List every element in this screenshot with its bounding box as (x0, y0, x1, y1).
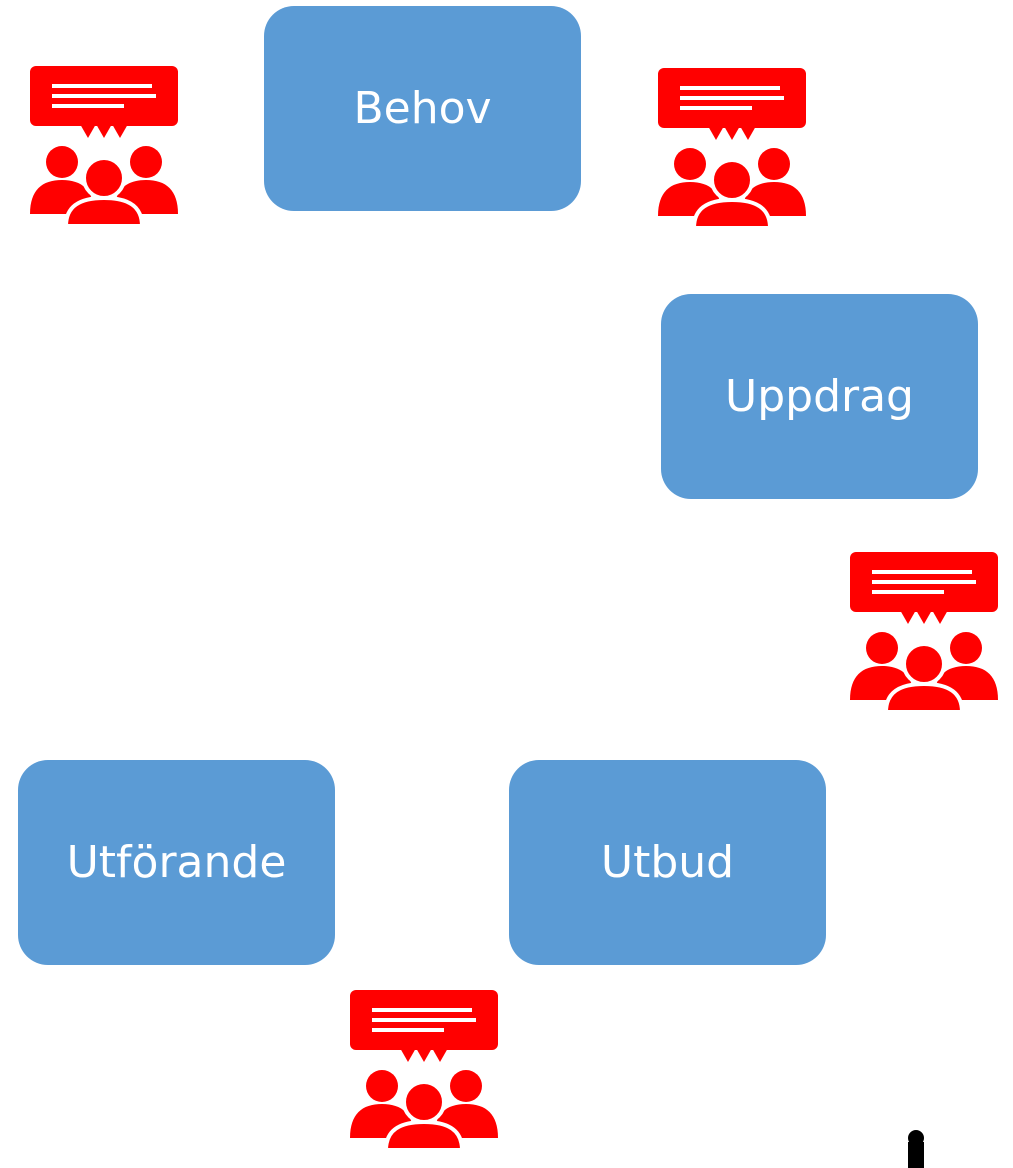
meeting-people-icon (30, 66, 178, 226)
process-box-uppdrag: Uppdrag (661, 294, 978, 499)
process-box-label: Behov (353, 82, 492, 134)
process-box-behov: Behov (264, 6, 581, 211)
meeting-people-icon (658, 68, 806, 228)
meeting-people-icon (850, 552, 998, 712)
process-box-utforande: Utförande (18, 760, 335, 965)
process-box-label: Uppdrag (725, 370, 914, 422)
meeting-people-icon (350, 990, 498, 1150)
marker-dot (906, 1128, 926, 1168)
process-box-label: Utbud (600, 836, 735, 888)
process-box-utbud: Utbud (509, 760, 826, 965)
process-box-label: Utförande (66, 836, 287, 888)
